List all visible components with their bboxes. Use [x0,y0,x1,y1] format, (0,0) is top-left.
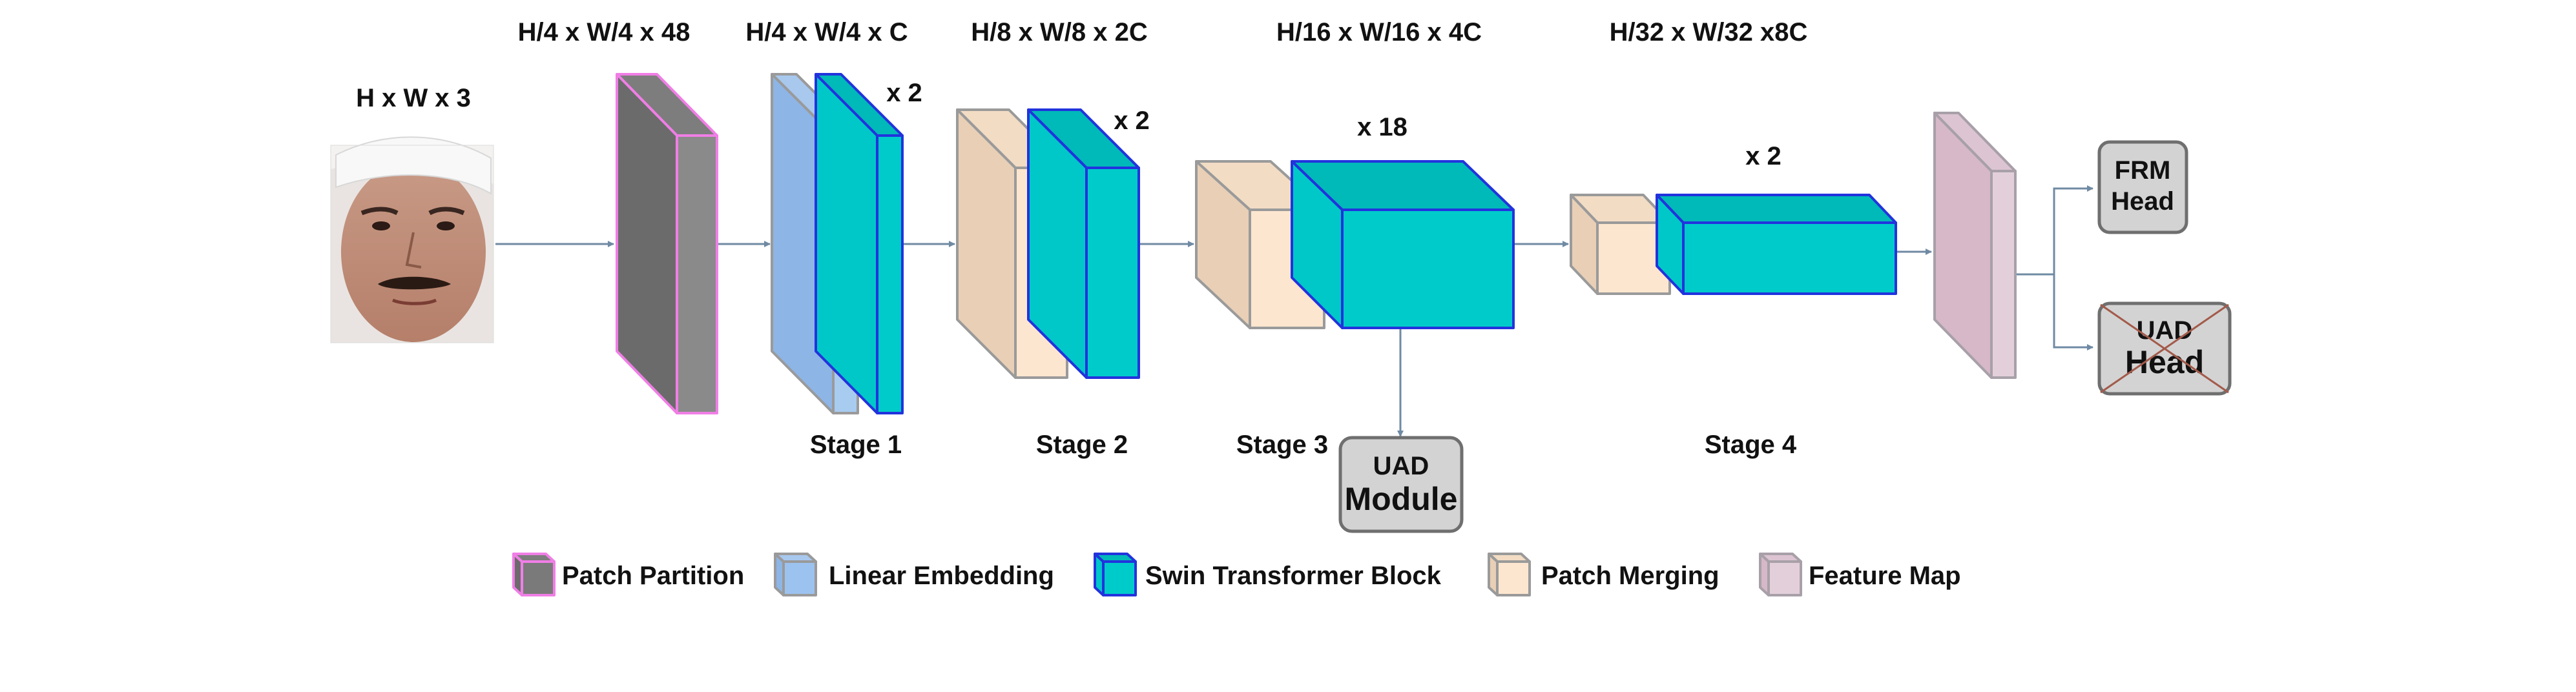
uad-head-line2: Head [2125,344,2204,380]
legend: Patch Partition Linear Embedding Swin Tr… [512,553,1961,596]
stage1-repeat-label: x 2 [886,79,922,107]
stage2-dim-label: H/8 x W/8 x 2C [971,18,1147,46]
feature-map-block [1933,112,2017,379]
input-face-image [330,136,494,343]
stage4-repeat-label: x 2 [1745,142,1781,170]
uad-module-line1: UAD [1373,452,1429,480]
stage1-dim-label: H/4 x W/4 x C [745,18,908,46]
legend-swin-block-label: Swin Transformer Block [1145,562,1442,590]
arrow-to-uad-head [2053,274,2093,351]
stage3-label: Stage 3 [1236,431,1328,459]
flow-arrows [495,185,2093,437]
stage2-swin-block [1027,108,1140,379]
legend-feature-map-label: Feature Map [1809,562,1961,590]
stage1-label: Stage 1 [810,431,902,459]
stage2-repeat-label: x 2 [1114,107,1150,135]
uad-head-line1: UAD [2137,316,2193,345]
legend-patch-merging-label: Patch Merging [1541,562,1719,590]
legend-linear-embedding-icon [774,553,817,596]
stage2-patch-merging-block [956,108,1068,379]
stage4-dim-label: H/32 x W/32 x8C [1610,18,1808,46]
legend-feature-map-icon [1759,553,1802,596]
uad-module-line2: Module [1345,481,1458,517]
stage4-patch-merging-block [1570,194,1671,295]
input-dim-label: H x W x 3 [356,84,471,112]
stage1-swin-block [815,73,904,414]
legend-patch-partition-icon [512,553,556,596]
arrow-to-frm-head [2053,185,2093,274]
legend-swin-block-icon [1094,553,1137,596]
stage4-label: Stage 4 [1705,431,1797,459]
stage4-swin-block [1656,194,1897,295]
uad-module-box: UAD Module [1338,436,1464,533]
stage3-swin-block [1291,160,1515,329]
stage2-label: Stage 2 [1036,431,1128,459]
patch-partition-dim-label: H/4 x W/4 x 48 [518,18,691,46]
stage3-dim-label: H/16 x W/16 x 4C [1276,18,1482,46]
legend-patch-partition-label: Patch Partition [562,562,744,590]
stage3-repeat-label: x 18 [1357,113,1407,141]
frm-head-line2: Head [2111,187,2174,216]
patch-partition-block [616,73,718,414]
legend-linear-embedding-label: Linear Embedding [829,562,1054,590]
legend-patch-merging-icon [1488,553,1531,596]
frm-head-box: FRM Head [2097,140,2188,234]
uad-head-box: UAD Head [2097,301,2232,396]
frm-head-line1: FRM [2115,156,2171,185]
cross-out-line [2100,303,2229,394]
